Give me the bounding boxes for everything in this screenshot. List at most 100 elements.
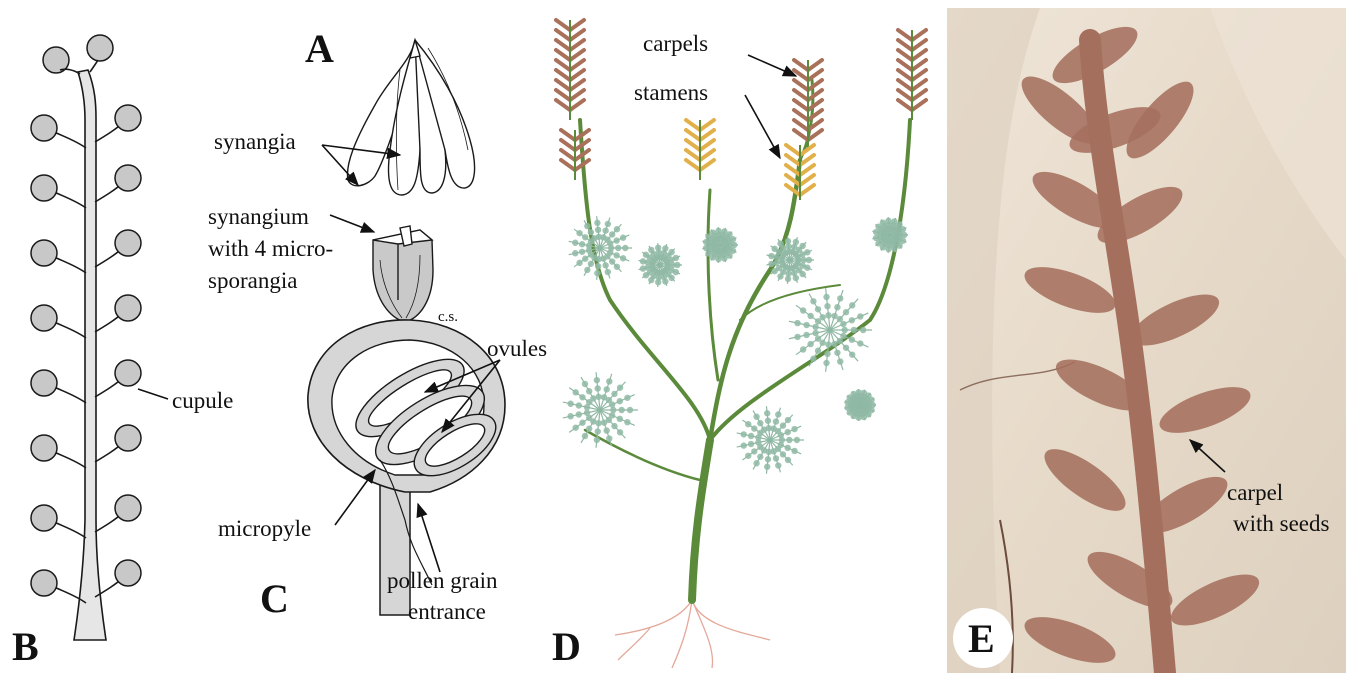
leaf-frond	[579, 241, 585, 247]
leaf-frond	[668, 275, 674, 281]
leaf-frond	[824, 303, 830, 309]
leaf-frond	[588, 261, 594, 267]
leaf-frond	[775, 462, 781, 468]
leaf-fronds	[563, 216, 908, 474]
leaf-frond	[849, 302, 855, 308]
cupule	[115, 495, 141, 521]
leaf-frond	[613, 237, 619, 243]
cupule	[115, 560, 141, 586]
leaf-frond	[584, 267, 590, 273]
cupule	[87, 35, 113, 61]
leaf-frond	[655, 245, 661, 251]
label-pollen-1: pollen grain	[387, 568, 498, 593]
carpel-cone	[912, 40, 926, 50]
leaf-frond	[584, 410, 590, 416]
panel-e-fossil-photo: carpel with seeds E	[947, 8, 1346, 673]
leaf-frond	[768, 253, 774, 259]
cupule	[115, 360, 141, 386]
leaf-frond	[748, 433, 754, 439]
carpel-cone	[561, 140, 575, 150]
carpel-cone	[570, 90, 584, 100]
leaf-frond	[614, 226, 620, 232]
leaf-frond	[622, 245, 628, 251]
leaf-frond	[595, 227, 601, 233]
leaf-frond	[777, 240, 783, 246]
leaf-frond	[849, 317, 855, 323]
leaf-frond	[815, 306, 821, 312]
leaf-frond	[613, 252, 619, 258]
leaf-frond	[791, 448, 797, 454]
stamen-cone	[700, 130, 714, 140]
leaf-frond	[584, 223, 590, 229]
carpel-cone	[570, 30, 584, 40]
leaf-frond	[582, 256, 588, 262]
carpel-cone	[556, 80, 570, 90]
cupule	[31, 175, 57, 201]
leaf-frond	[780, 451, 786, 457]
leaf-frond	[588, 229, 594, 235]
leaf-frond	[837, 358, 843, 364]
label-carpels: carpels	[643, 31, 708, 56]
carpel-cone	[808, 60, 822, 70]
leaf-frond	[745, 453, 751, 459]
leaf-frond	[873, 235, 879, 241]
leaf-frond	[768, 261, 774, 267]
leaf-frond	[582, 433, 588, 439]
leaf-frond	[674, 262, 680, 268]
leaf-frond	[771, 268, 777, 274]
leaf-frond	[579, 420, 585, 426]
stamen-cone	[686, 130, 700, 140]
carpel-cone	[794, 90, 808, 100]
reproductive-cones	[556, 20, 926, 200]
leaf-frond	[794, 320, 800, 326]
leaf-frond	[595, 385, 601, 391]
stamen-cone	[700, 160, 714, 170]
leaf-frond	[807, 341, 813, 347]
label-pollen-2: entrance	[408, 599, 486, 624]
stamen-cone	[686, 160, 700, 170]
panel-c-cupule-section: ovules micropyle pollen grain entrance C	[218, 320, 547, 624]
leaf-frond	[579, 394, 585, 400]
leaf-frond	[812, 330, 818, 336]
carpel-cone	[794, 130, 808, 140]
leaf-frond	[648, 277, 654, 283]
leaf-frond	[843, 309, 849, 315]
leaf-frond	[803, 332, 809, 338]
carpel-cone	[570, 50, 584, 60]
leaf-frond	[812, 324, 818, 330]
label-synangium-3: sporangia	[208, 268, 297, 293]
leaf-frond	[611, 391, 617, 397]
panel-d-plant-illustration: carpels stamens D	[552, 20, 926, 669]
label-carpel-2: with seeds	[1233, 511, 1330, 536]
leaf-frond	[582, 381, 588, 387]
leaf-frond	[620, 235, 626, 241]
carpel-cone	[570, 40, 584, 50]
leaf-frond	[668, 249, 674, 255]
leaf-frond	[610, 407, 616, 413]
leaf-frond	[834, 304, 840, 310]
leaf-frond	[815, 348, 821, 354]
panel-letter-d: D	[552, 624, 581, 669]
carpel-cone	[898, 60, 912, 70]
carpel-cone	[808, 80, 822, 90]
leaf-frond	[757, 420, 763, 426]
roots	[615, 600, 770, 668]
stamen-cone	[686, 140, 700, 150]
leaf-frond	[794, 437, 800, 443]
cupule-branch	[90, 60, 98, 72]
carpel-cone	[570, 20, 584, 30]
leaf-frond	[823, 294, 829, 300]
micropyle-arrow	[335, 470, 375, 525]
leaf-frond	[840, 321, 846, 327]
carpel-cone	[794, 80, 808, 90]
stamens-arrow	[745, 95, 780, 158]
synangia-drawing	[347, 40, 474, 195]
synangium-arrow	[330, 215, 374, 232]
leaf-frond	[606, 378, 612, 384]
panel-letter-c: C	[260, 576, 289, 621]
leaf-frond	[799, 271, 805, 277]
leaf-frond	[586, 388, 592, 394]
leaf-frond	[748, 441, 754, 447]
leaf-frond	[655, 279, 661, 285]
leaf-frond	[764, 464, 770, 470]
